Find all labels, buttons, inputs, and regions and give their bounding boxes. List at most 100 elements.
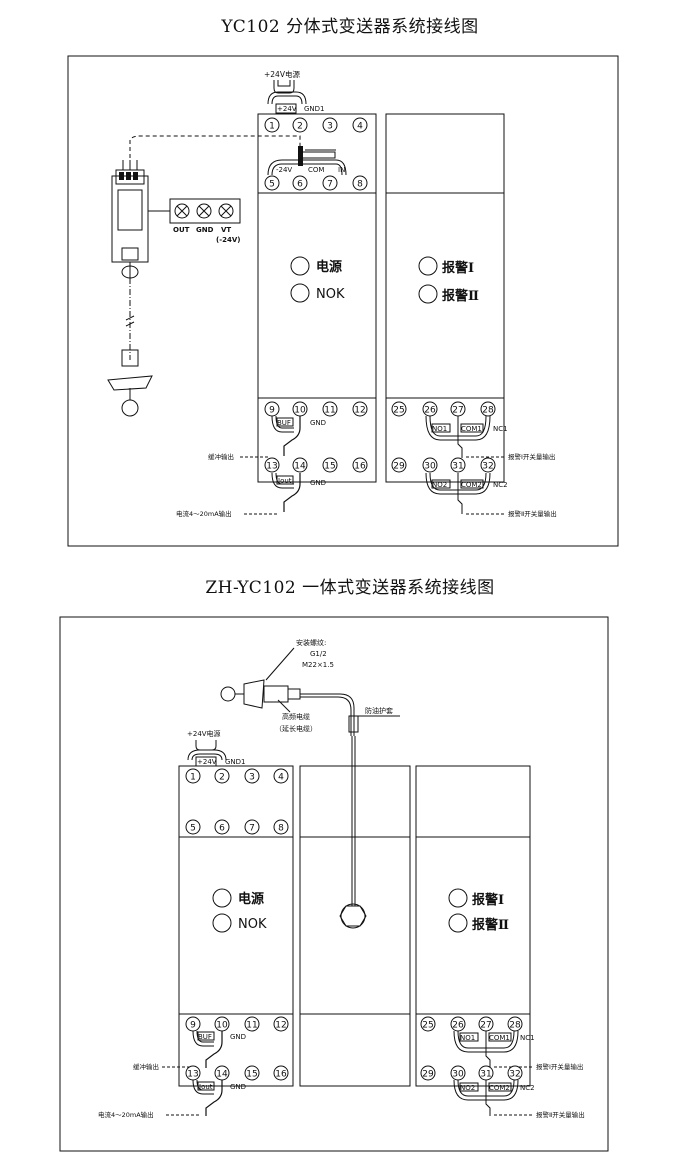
terminal-6: 6 (292, 175, 308, 191)
svg-text:28: 28 (482, 406, 494, 416)
svg-text:28: 28 (509, 1021, 521, 1031)
buffer-output-label: 缓冲输出 (208, 452, 234, 461)
svg-text:6: 6 (297, 180, 303, 190)
terminal-2-6: 6 (214, 819, 230, 835)
led-alarm2-2 (448, 913, 468, 933)
terminal-2-28: 28 (507, 1016, 523, 1032)
label-in: IN (338, 166, 345, 174)
sensor-transmitter (107, 160, 153, 417)
thread-spec-2: M22×1.5 (302, 661, 334, 669)
terminal-2: 2 (292, 117, 308, 133)
power-module (257, 113, 377, 483)
terminal-27: 27 (450, 401, 466, 417)
terminal-2-32: 32 (507, 1065, 523, 1081)
alarm-module (385, 113, 505, 483)
led-alarm2-label: 报警Ⅱ (442, 288, 479, 304)
svg-text:16: 16 (275, 1070, 287, 1080)
label-gnd1: GND1 (304, 105, 325, 113)
svg-text:6: 6 (219, 824, 225, 834)
led-power-label: 电源 (316, 259, 342, 275)
svg-text:27: 27 (452, 406, 463, 416)
terminal-2-29: 29 (420, 1065, 436, 1081)
label-gnd-iout-2: GND (230, 1083, 246, 1091)
svg-text:9: 9 (269, 406, 275, 416)
svg-text:7: 7 (249, 824, 255, 834)
terminal-13: 13 (264, 457, 280, 473)
led-alarm1-label-2: 报警Ⅰ (472, 892, 504, 908)
probe-module-integrated (299, 736, 411, 1087)
svg-text:1: 1 (269, 122, 275, 132)
led-power (290, 256, 310, 276)
oil-jacket-label: 防油护套 (365, 706, 393, 715)
terminal-2-11: 11 (244, 1016, 260, 1032)
terminal-31: 31 (450, 457, 466, 473)
svg-text:15: 15 (324, 462, 335, 472)
svg-text:30: 30 (452, 1070, 464, 1080)
terminal-2-15: 15 (244, 1065, 260, 1081)
sensor-gnd-label: GND (196, 226, 214, 234)
svg-text:4: 4 (278, 773, 284, 783)
svg-text:31: 31 (452, 462, 463, 472)
svg-text:27: 27 (480, 1021, 491, 1031)
power-module-integrated (178, 765, 294, 1087)
supply-label: +24V电源 (264, 69, 300, 79)
label-plus24v-2: +24V (197, 758, 217, 766)
led-nok-label-2: NOK (238, 917, 267, 932)
svg-text:26: 26 (452, 1021, 464, 1031)
terminal-29: 29 (391, 457, 407, 473)
terminal-9: 9 (264, 401, 280, 417)
svg-text:30: 30 (424, 462, 436, 472)
svg-text:7: 7 (327, 180, 333, 190)
label-no1: NO1 (432, 425, 447, 433)
terminal-2-12: 12 (273, 1016, 289, 1032)
thread-spec-1: G1/2 (310, 650, 327, 658)
sensor-vt-label: VT (221, 226, 231, 234)
terminal-2-26: 26 (450, 1016, 466, 1032)
svg-text:4: 4 (357, 122, 363, 132)
label-nc1: NC1 (493, 425, 508, 433)
terminal-2-8: 8 (273, 819, 289, 835)
terminal-2-2: 2 (214, 768, 230, 784)
terminal-28: 28 (480, 401, 496, 417)
svg-text:32: 32 (509, 1070, 520, 1080)
terminal-32: 32 (480, 457, 496, 473)
thread-title: 安装螺纹: (296, 638, 326, 647)
terminal-15: 15 (322, 457, 338, 473)
svg-text:31: 31 (480, 1070, 491, 1080)
svg-text:9: 9 (190, 1021, 196, 1031)
label-iout-2: Iout (199, 1083, 213, 1091)
svg-text:26: 26 (424, 406, 436, 416)
cable-label-1: 高频电缆 (282, 712, 310, 721)
svg-text:12: 12 (354, 406, 365, 416)
svg-text:12: 12 (275, 1021, 286, 1031)
led-alarm2-label-2: 报警Ⅱ (472, 917, 509, 933)
diagram-title-integrated: ZH-YC102 一体式变送器系统接线图 (205, 578, 495, 598)
svg-text:14: 14 (294, 462, 306, 472)
terminal-2-13: 13 (185, 1065, 201, 1081)
terminal-2-14: 14 (214, 1065, 230, 1081)
terminal-2-25: 25 (420, 1016, 436, 1032)
label-buf-2: BUF (198, 1033, 212, 1041)
svg-text:32: 32 (482, 462, 493, 472)
led-nok (290, 283, 310, 303)
label-no1-2: NO1 (460, 1034, 475, 1042)
label-gnd-iout: GND (310, 479, 326, 487)
svg-text:5: 5 (190, 824, 196, 834)
led-alarm2 (418, 284, 438, 304)
terminal-2-7: 7 (244, 819, 260, 835)
label-plus24v: +24V (277, 105, 297, 113)
terminal-2-1: 1 (185, 768, 201, 784)
terminal-3: 3 (322, 117, 338, 133)
label-nc2: NC2 (493, 481, 508, 489)
terminal-2-4: 4 (273, 768, 289, 784)
terminal-30: 30 (422, 457, 438, 473)
terminal-2-10: 10 (214, 1016, 230, 1032)
alarm1-output-label-2: 报警Ⅰ开关量输出 (536, 1062, 583, 1071)
current-output-label: 电流4～20mA输出 (176, 509, 232, 518)
terminal-12: 12 (352, 401, 368, 417)
terminal-16: 16 (352, 457, 368, 473)
svg-text:1: 1 (190, 773, 196, 783)
svg-text:16: 16 (354, 462, 366, 472)
terminal-2-3: 3 (244, 768, 260, 784)
